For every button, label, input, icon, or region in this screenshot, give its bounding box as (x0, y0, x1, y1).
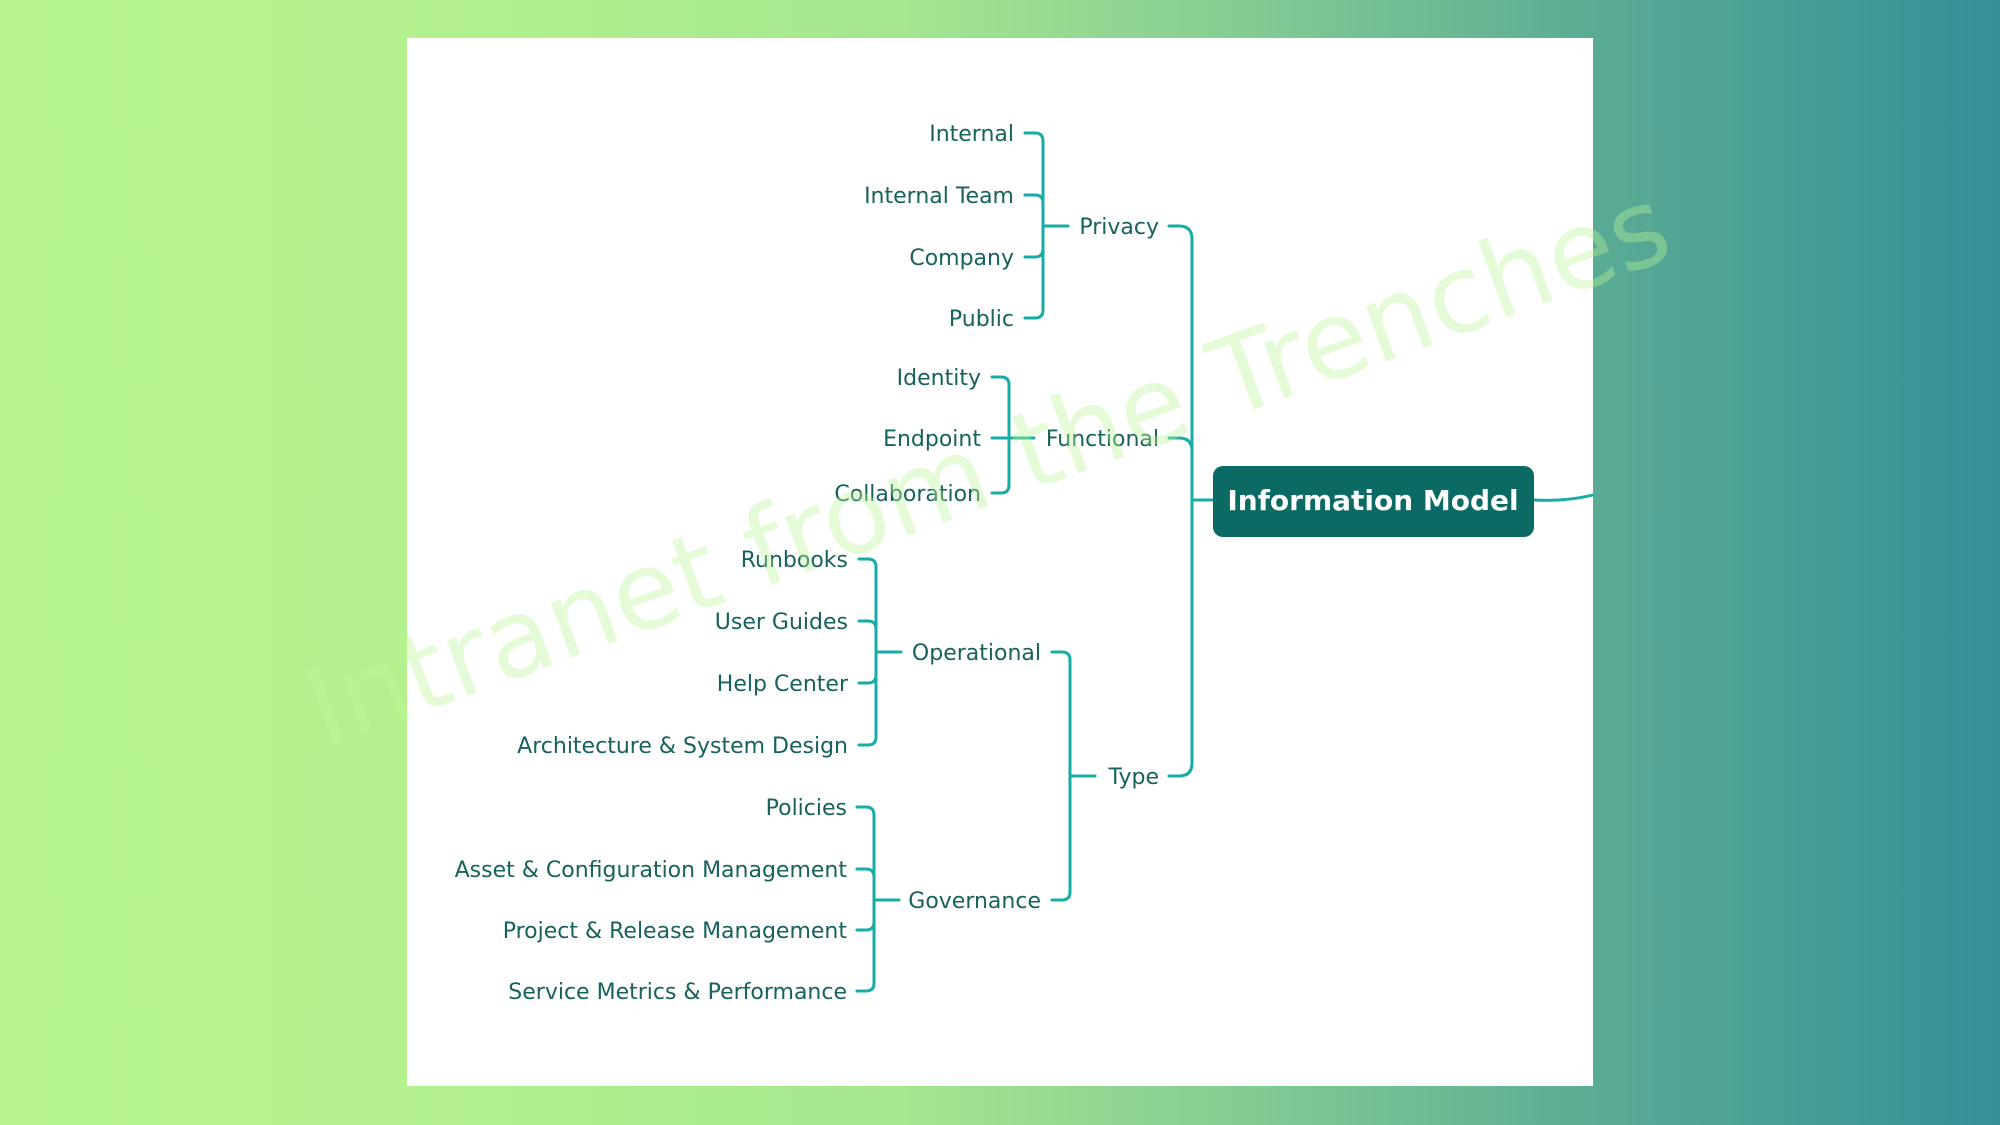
connector-user-guides (857, 619, 878, 631)
leaf-internal[interactable]: Internal (929, 122, 1014, 147)
leaf-policies[interactable]: Policies (766, 796, 847, 821)
leaf-collaboration[interactable]: Collaboration (834, 482, 981, 507)
connector-runbooks (857, 557, 878, 747)
connector-internal-team (1023, 193, 1045, 205)
branch-functional[interactable]: Functional (1046, 427, 1159, 452)
connector-policies (855, 805, 876, 993)
connector-root-right (1532, 493, 1593, 502)
leaf-architecture-system-design[interactable]: Architecture & System Design (517, 734, 848, 759)
leaf-help-center[interactable]: Help Center (717, 672, 849, 697)
mind-map: Information Model Privacy Functional Typ… (455, 122, 1593, 1005)
leaf-asset-configuration-management[interactable]: Asset & Configuration Management (455, 858, 848, 883)
branch-privacy[interactable]: Privacy (1079, 215, 1159, 240)
leaf-endpoint[interactable]: Endpoint (883, 427, 981, 452)
leaf-service-metrics-performance[interactable]: Service Metrics & Performance (508, 980, 847, 1005)
leaf-internal-team[interactable]: Internal Team (864, 184, 1014, 209)
leaf-user-guides[interactable]: User Guides (715, 610, 848, 635)
connector-company (1023, 247, 1045, 259)
connector-identity (990, 375, 1011, 495)
connector-internal (1023, 131, 1045, 259)
leaf-public[interactable]: Public (949, 307, 1014, 332)
connector-asset-config (855, 867, 876, 879)
connector-operational-type (1050, 650, 1072, 902)
connector-functional-root (1167, 436, 1194, 453)
operational-leaves: Runbooks User Guides Help Center Archite… (517, 548, 849, 759)
connector-project-release (855, 920, 876, 932)
governance-leaves: Policies Asset & Configuration Managemen… (455, 796, 848, 1005)
functional-leaves: Identity Endpoint Collaboration (834, 366, 981, 507)
connector-public (1023, 255, 1045, 320)
connectors (855, 131, 1593, 993)
leaf-project-release-management[interactable]: Project & Release Management (503, 919, 848, 944)
root-node-box (1213, 466, 1534, 537)
branch-labels: Privacy Functional Type Operational Gove… (908, 215, 1159, 914)
connector-privacy-root (1167, 224, 1194, 778)
connector-help-center (857, 673, 878, 685)
root-node-label: Information Model (1227, 484, 1518, 517)
privacy-leaves: Internal Internal Team Company Public (864, 122, 1014, 332)
root-node[interactable]: Information Model (1213, 466, 1534, 537)
leaf-company[interactable]: Company (909, 246, 1014, 271)
leaf-identity[interactable]: Identity (897, 366, 981, 391)
branch-type[interactable]: Type (1107, 765, 1159, 790)
leaf-runbooks[interactable]: Runbooks (741, 548, 848, 573)
branch-governance[interactable]: Governance (908, 889, 1041, 914)
diagram-card: Information Model Privacy Functional Typ… (407, 38, 1593, 1086)
branch-operational[interactable]: Operational (912, 641, 1041, 666)
